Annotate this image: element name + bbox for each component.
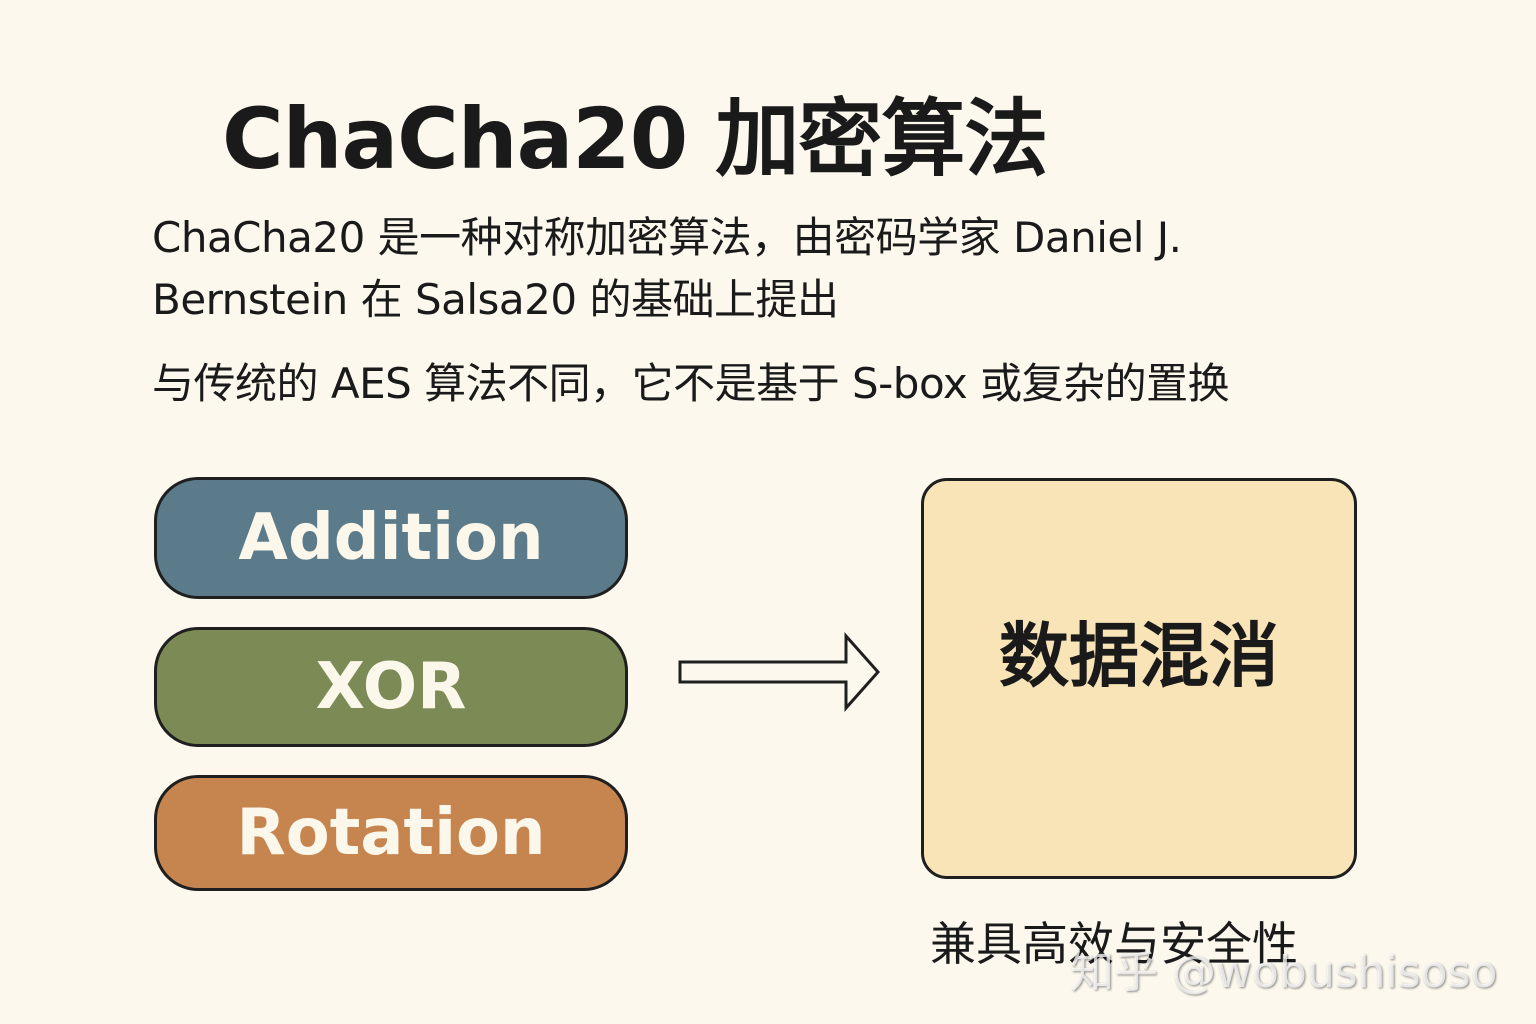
diagram-title: ChaCha20 加密算法 [222, 90, 1048, 188]
description-line-3: 与传统的 AES 算法不同，它不是基于 S-box 或复杂的置换 [152, 359, 1230, 408]
addition-box: Addition [154, 477, 628, 599]
xor-label: XOR [315, 650, 467, 724]
description-line-1: ChaCha20 是一种对称加密算法，由密码学家 Daniel J. [152, 213, 1182, 262]
data-mixing-label: 数据混消 [999, 615, 1279, 697]
xor-box: XOR [154, 627, 628, 747]
rotation-box: Rotation [154, 775, 628, 891]
right-arrow-icon [678, 632, 881, 712]
data-mixing-box [921, 478, 1357, 879]
watermark: 知乎 @wobushisoso [1070, 947, 1498, 998]
caption: 兼具高效与安全性 [930, 917, 1298, 971]
rotation-label: Rotation [236, 796, 546, 870]
addition-label: Addition [238, 501, 544, 575]
description-line-2: Bernstein 在 Salsa20 的基础上提出 [152, 275, 839, 324]
